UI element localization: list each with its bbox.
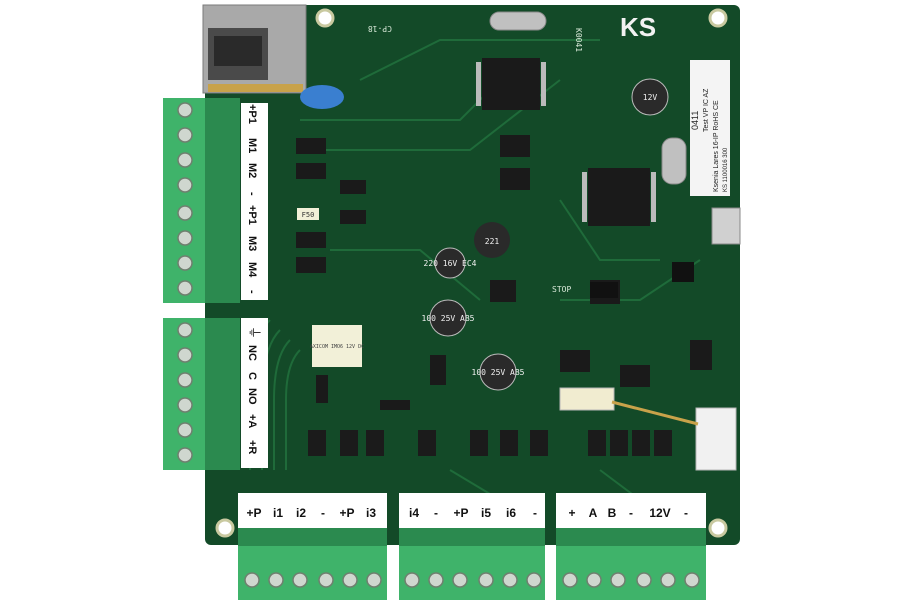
bottom-label: - [434,506,438,520]
cap-2-label: 100 25V AB5 [422,314,475,323]
model-code: K0041 [574,28,583,52]
usb-connector [711,207,741,245]
side-label-1: 0411 [690,111,700,130]
copper-traces [249,39,701,501]
bottom-label-strip-1 [238,493,387,529]
bottom-terminal-blocks [238,528,706,600]
bottom-label: - [321,506,325,520]
left-label: C [246,372,258,380]
bottom-label: i3 [366,506,376,520]
relay-label: AXICOM IMO6 12V DC [310,344,364,350]
smd-components [296,135,712,410]
side-label-2: Test VP IC AZ [703,88,710,132]
left-label: M1 [246,138,258,153]
crystal [489,11,547,31]
left-label-strip-bottom [241,318,268,468]
side-info-label [690,60,730,196]
logo: KS [620,12,656,42]
left-screws [177,102,193,463]
mcu-chip-top [482,58,540,110]
diode-row [308,430,672,456]
bottom-label: 12V [649,506,670,520]
left-label: NO [246,388,258,405]
bottom-label: - [684,506,688,520]
bottom-label: i5 [481,506,491,520]
bottom-label: +P [453,506,468,520]
left-label: +R [246,440,258,454]
left-terminal-block-bottom [163,318,240,470]
left-label-strip-top [241,103,268,300]
bottom-label: - [629,506,633,520]
cap-4-label: 12V [643,93,658,102]
ceramic-capacitor [300,85,344,109]
bottom-label: i6 [506,506,516,520]
electrolytic-capacitor [429,78,669,391]
side-connector [695,407,737,471]
side-label-3: Ksenia Lares 16-IP RoHS CE [713,100,720,192]
left-label: M4 [246,262,258,278]
bottom-label: B [608,506,617,520]
left-label: NC [246,345,258,361]
mounting-hole [708,8,728,28]
left-label: +P1 [246,205,258,225]
bottom-label: A [589,506,598,520]
bottom-label: + [568,506,575,520]
left-label: +A [246,414,258,428]
cap-3-label: 100 25V AB5 [472,368,525,377]
bottom-label: i2 [296,506,306,520]
small-cap-label: F50 [302,211,315,219]
left-label: M3 [246,236,258,251]
left-label: M2 [246,163,258,178]
jumper [672,262,694,282]
inductor [474,222,510,258]
jumper [590,282,618,298]
bottom-label: - [533,506,537,520]
bottom-label-strip-3 [556,493,706,529]
stop-label: STOP [552,285,571,294]
bottom-label: +P [246,506,261,520]
ground-icon: ⏚ [246,326,261,339]
cp-label: CP-18 [368,24,392,33]
left-label: +P1 [246,104,258,124]
bottom-screws [244,572,700,588]
mounting-hole [708,518,728,538]
side-label-4: KS 1100016 300 [723,147,729,192]
left-label: - [246,192,258,196]
bottom-label-strip-2 [399,493,545,529]
left-label: - [246,290,258,294]
cap-1-label: 220 16V EC4 [424,259,477,268]
mcu-chip-main [588,168,650,226]
relay [312,325,362,367]
bottom-label: i1 [273,506,283,520]
bottom-label: i4 [409,506,419,520]
mounting-hole [315,8,335,28]
inductor-label: 221 [485,237,500,246]
bottom-label: +P [339,506,354,520]
mounting-hole [215,518,235,538]
left-terminal-block-top [163,98,240,303]
small-crystal [661,137,687,185]
